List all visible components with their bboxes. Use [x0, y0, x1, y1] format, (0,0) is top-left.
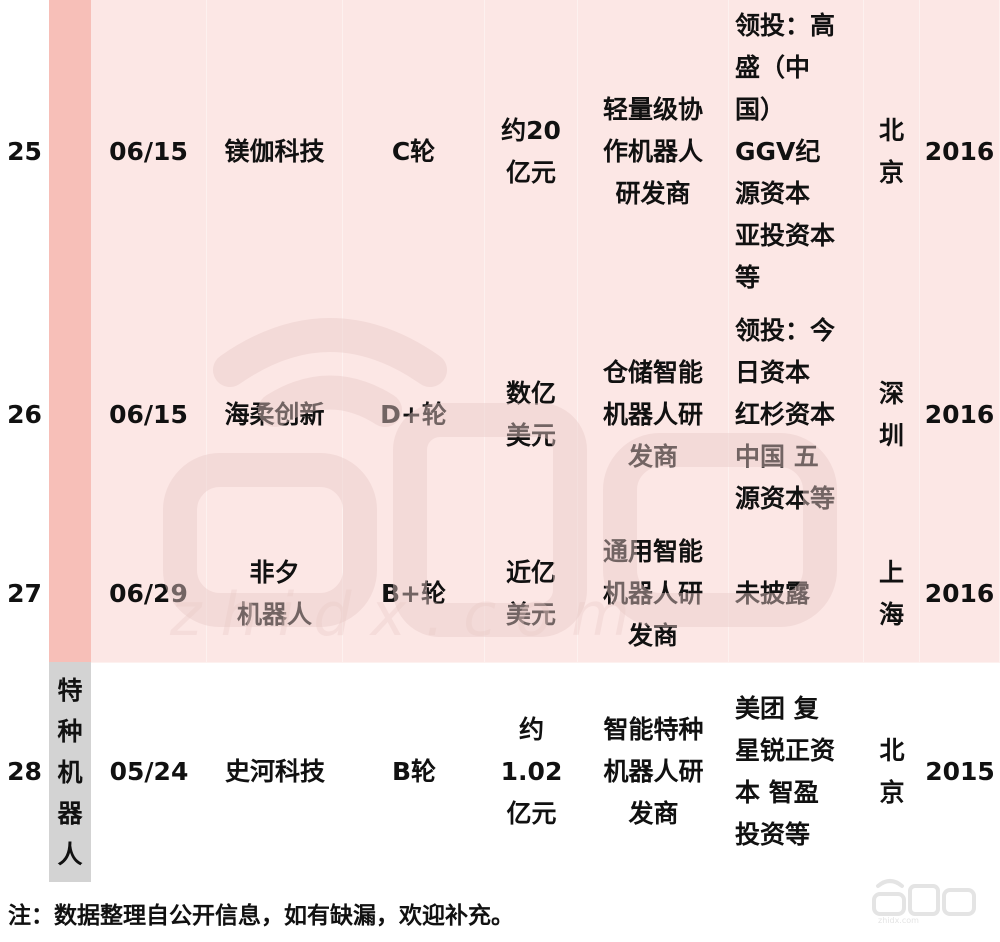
category-label: 特 种 机 器 人 — [57, 675, 83, 869]
company-cell: 非夕 机器人 — [207, 526, 343, 662]
row-number: 28 — [0, 662, 49, 882]
row-number: 26 — [0, 304, 49, 526]
investors-cell: 领投：今 日资本 红杉资本 中国 五 源资本等 — [729, 304, 864, 526]
date-cell: 06/15 — [91, 304, 207, 526]
description-cell: 通用智能 机器人研 发商 — [578, 526, 729, 662]
description-cell: 智能特种 机器人研 发商 — [603, 715, 704, 828]
year-cell: 2016 — [920, 0, 1000, 304]
amount-cell: 数亿 美元 — [485, 304, 578, 526]
round-cell: B轮 — [391, 757, 437, 786]
category-cell: 特 种 机 器 人 — [49, 662, 91, 882]
city-cell: 上 海 — [864, 526, 920, 662]
amount-cell: 约20 亿元 — [485, 0, 578, 304]
table-row: 26 06/15 海柔创新 D+轮 数亿 美元 仓储智能 机器人研 发商 领投：… — [0, 304, 1000, 527]
description-cell: 仓储智能 机器人研 发商 — [578, 304, 729, 526]
city-cell: 深 圳 — [864, 304, 920, 526]
investors-cell: 领投：高 盛（中 国） GGV纪 源资本 亚投资本 等 — [729, 0, 864, 304]
company-cell: 镁伽科技 — [207, 0, 343, 304]
amount-cell: 近亿 美元 — [485, 526, 578, 662]
row-number: 27 — [0, 526, 49, 662]
amount-cell: 约 1.02 亿元 — [500, 715, 563, 828]
table-row: 25 06/15 镁伽科技 C轮 约20 亿元 轻量级协 作机器人 研发商 领投… — [0, 0, 1000, 305]
investors-cell: 美团 复 星锐正资 本 智盈 投资等 — [735, 694, 836, 849]
table-row: 27 06/29 非夕 机器人 B+轮 近亿 美元 通用智能 机器人研 发商 未… — [0, 526, 1000, 663]
footnote: 注：数据整理自公开信息，如有缺漏，欢迎补充。 — [8, 903, 514, 929]
date-cell: 05/24 — [109, 757, 189, 786]
row-number: 25 — [0, 0, 49, 304]
date-cell: 06/15 — [91, 0, 207, 304]
city-cell: 北 京 — [864, 0, 920, 304]
table-row: 28 特 种 机 器 人 05/24 史河科技 B轮 约 1.02 亿元 智能特… — [0, 662, 1000, 882]
description-cell: 轻量级协 作机器人 研发商 — [578, 0, 729, 304]
category-cell — [49, 304, 91, 526]
brand-logo-url: zhidx.com — [878, 916, 919, 924]
year-cell: 2016 — [920, 526, 1000, 662]
brand-logo-icon: zhidx.com — [872, 879, 976, 924]
investors-cell: 未披露 — [729, 526, 864, 662]
company-cell: 史河科技 — [224, 757, 325, 786]
year-cell: 2015 — [925, 757, 995, 786]
date-cell: 06/29 — [91, 526, 207, 662]
company-cell: 海柔创新 — [207, 304, 343, 526]
city-cell: 北 京 — [879, 736, 905, 807]
year-cell: 2016 — [920, 304, 1000, 526]
round-cell: D+轮 — [343, 304, 485, 526]
round-cell: B+轮 — [343, 526, 485, 662]
round-cell: C轮 — [343, 0, 485, 304]
category-cell — [49, 0, 91, 304]
category-cell — [49, 526, 91, 662]
